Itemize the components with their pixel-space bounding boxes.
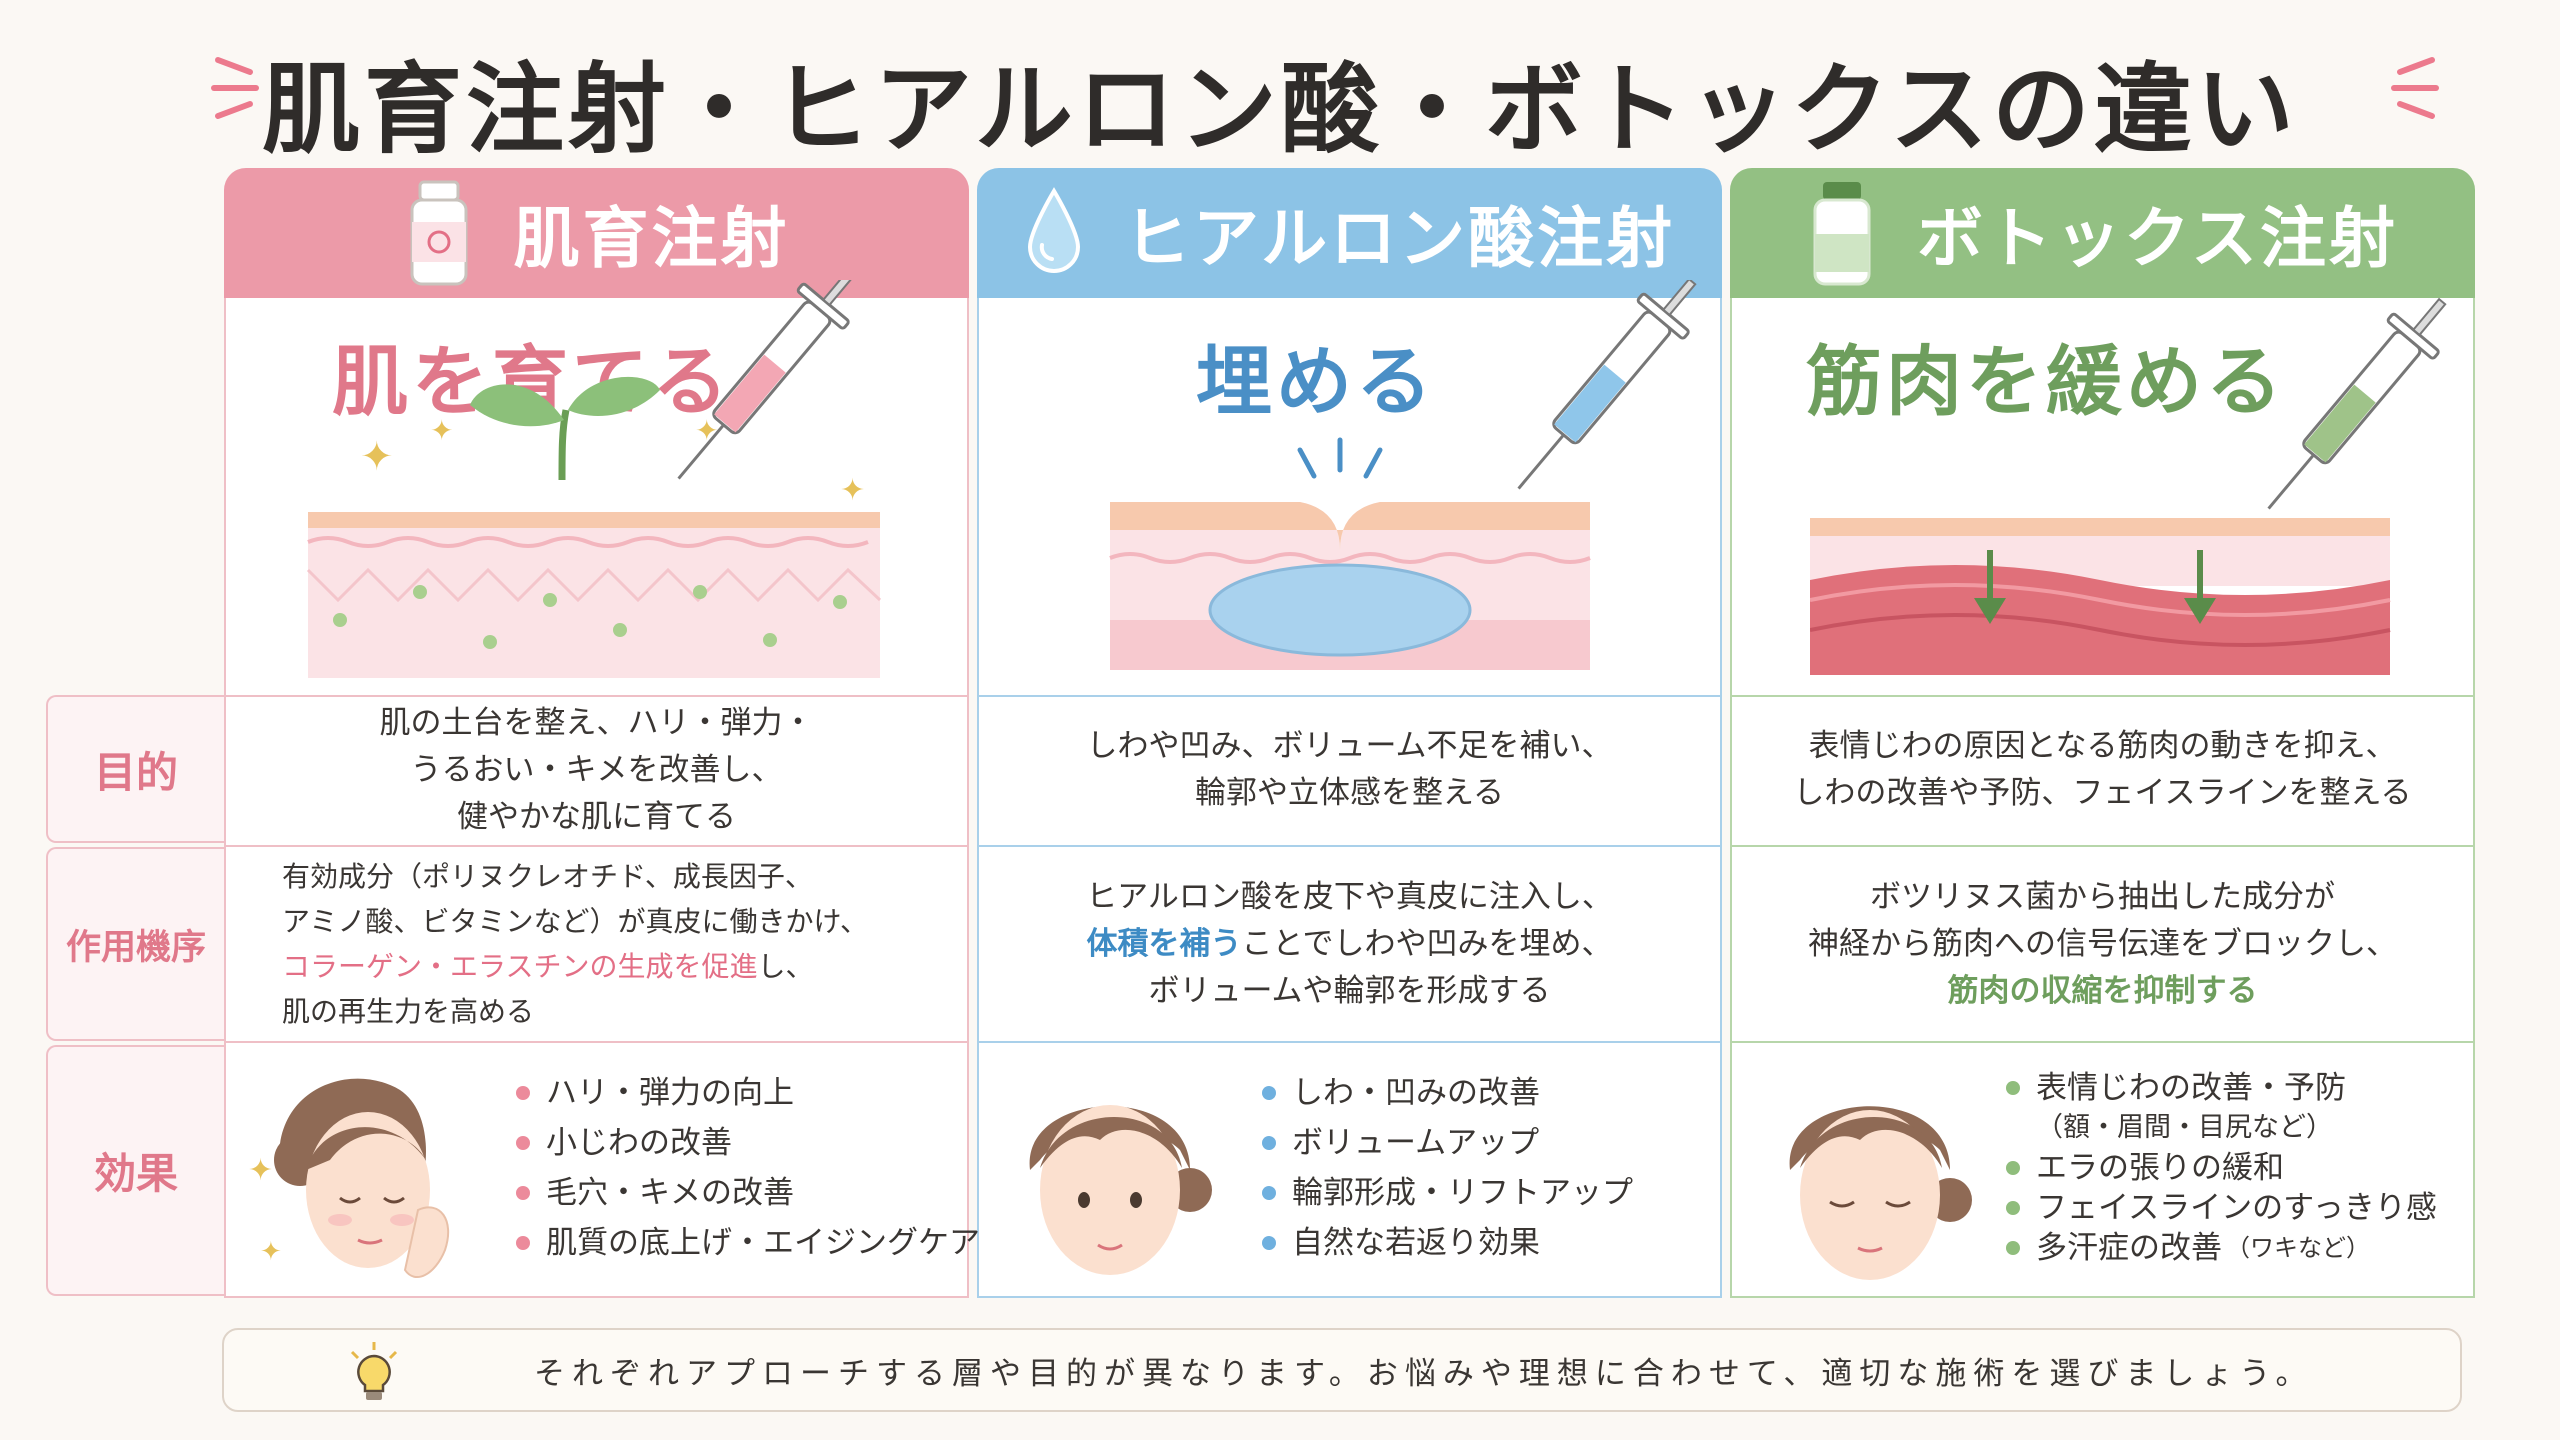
effect-text: 表情じわの改善・予防 [2036, 1070, 2346, 1106]
sprout-icon [470, 376, 660, 481]
column-title-hadaiku: 肌育注射 [513, 200, 790, 277]
effect-text: 肌質の底上げ・エイジングケア [546, 1225, 980, 1261]
list-item: 自然な若返り効果 [1262, 1218, 1633, 1268]
svg-text:✦: ✦ [248, 1153, 273, 1188]
purpose-line: しわの改善や予防、フェイスラインを整える [1793, 775, 2412, 811]
effect-text: エラの張りの緩和 [2036, 1150, 2284, 1186]
arrow-down-icon [2184, 550, 2216, 624]
mechanism-line: 神経から筋肉への信号伝達をブロックし、 [1808, 925, 2397, 962]
vial-icon [404, 178, 474, 288]
mechanism-highlight: コラーゲン・エラスチンの生成を促進 [282, 950, 758, 983]
water-drop-icon [1024, 185, 1084, 281]
mechanism-cell-botox: ボツリヌス菌から抽出した成分が 神経から筋肉への信号伝達をブロックし、 筋肉の収… [1730, 845, 2475, 1041]
effect-text: フェイスラインのすっきり感 [2036, 1190, 2437, 1226]
syringe-icon [677, 280, 857, 480]
svg-text:✦: ✦ [360, 434, 394, 480]
purpose-cell-hyaluronic: しわや凹み、ボリューム不足を補い、 輪郭や立体感を整える [977, 695, 1722, 843]
svg-text:✦: ✦ [260, 1237, 282, 1267]
list-item: 多汗症の改善（ワキなど） [2006, 1228, 2437, 1268]
svg-text:✦: ✦ [840, 473, 865, 508]
list-item: エラの張りの緩和 [2006, 1148, 2437, 1188]
row-label-effect: 効果 [46, 1045, 224, 1296]
footer-text: それぞれアプローチする層や目的が異なります。お悩みや理想に合わせて、適切な施術を… [534, 1355, 2314, 1392]
bottle-icon [1807, 178, 1877, 288]
row-label-mechanism: 作用機序 [46, 847, 224, 1041]
filler-illustration [1109, 280, 1697, 670]
list-item: しわ・凹みの改善 [1262, 1068, 1633, 1118]
mechanism-line: ボツリヌス菌から抽出した成分が [1870, 878, 2335, 915]
column-title-botox: ボトックス注射 [1916, 200, 2399, 277]
mechanism-line: ボリュームや輪郭を形成する [1148, 972, 1551, 1009]
effect-note: （ワキなど） [2226, 1234, 2370, 1262]
skin-growth-illustration: ✦ ✦ ✦ ✦ [306, 280, 882, 678]
mechanism-line: アミノ酸、ビタミンなど）が真皮に働きかけ、 [282, 905, 869, 938]
effect-subnote: （額・眉間・目尻など） [2036, 1112, 2333, 1143]
effect-text: しわ・凹みの改善 [1292, 1075, 1540, 1111]
lightbulb-icon [350, 1342, 398, 1400]
arrow-down-icon [1974, 550, 2006, 624]
mechanism-highlight: 筋肉の収縮を抑制する [1947, 972, 2258, 1009]
mechanism-line: 肌の再生力を高める [282, 995, 535, 1028]
woman-face-illustration: ✦ ✦ [248, 1078, 450, 1279]
list-item: 表情じわの改善・予防 [2006, 1068, 2437, 1108]
purpose-line: しわや凹み、ボリューム不足を補い、 [1086, 728, 1613, 764]
list-item: フェイスラインのすっきり感 [2006, 1188, 2437, 1228]
sparkle-right-icon [2391, 57, 2439, 119]
list-item: ボリュームアップ [1262, 1118, 1633, 1168]
footer-note: それぞれアプローチする層や目的が異なります。お悩みや理想に合わせて、適切な施術を… [222, 1328, 2462, 1412]
purpose-line: 健やかな肌に育てる [457, 798, 736, 835]
effect-text: ボリュームアップ [1292, 1125, 1540, 1161]
purpose-cell-botox: 表情じわの原因となる筋肉の動きを抑え、 しわの改善や予防、フェイスラインを整える [1730, 695, 2475, 843]
list-item: 小じわの改善 [516, 1118, 980, 1168]
effect-text: 毛穴・キメの改善 [546, 1175, 794, 1211]
mechanism-text: ことでしわや凹みを埋め、 [1241, 925, 1613, 962]
list-item: 肌質の底上げ・エイジングケア [516, 1218, 980, 1268]
purpose-line: 表情じわの原因となる筋肉の動きを抑え、 [1808, 728, 2397, 764]
column-title-hyaluronic: ヒアルロン酸注射 [1123, 200, 1676, 277]
sparkle-left-icon [211, 57, 259, 119]
purpose-line: 輪郭や立体感を整える [1194, 775, 1505, 811]
effect-divider [977, 1041, 1722, 1043]
row-label-purpose: 目的 [46, 695, 224, 843]
effects-list-hyaluronic: しわ・凹みの改善 ボリュームアップ 輪郭形成・リフトアップ 自然な若返り効果 [1262, 1068, 1633, 1268]
purpose-cell-hadaiku: 肌の土台を整え、ハリ・弾力・ うるおい・キメを改善し、 健やかな肌に育てる [224, 695, 969, 843]
mechanism-highlight: 体積を補う [1086, 925, 1242, 962]
svg-text:✦: ✦ [430, 414, 453, 447]
effect-divider [1730, 1041, 2475, 1043]
effects-list-hadaiku: ハリ・弾力の向上 小じわの改善 毛穴・キメの改善 肌質の底上げ・エイジングケア [516, 1068, 980, 1268]
muscle-relax-illustration [1810, 297, 2447, 675]
mechanism-line: 有効成分（ポリヌクレオチド、成長因子、 [282, 860, 813, 893]
page-title: 肌育注射・ヒアルロン酸・ボトックスの違い [261, 53, 2299, 167]
mechanism-cell-hadaiku: 有効成分（ポリヌクレオチド、成長因子、 アミノ酸、ビタミンなど）が真皮に働きかけ… [224, 845, 969, 1041]
tagline-botox: 筋肉を緩める [1806, 337, 2286, 426]
svg-text:✦: ✦ [695, 414, 718, 447]
effect-text: 自然な若返り効果 [1292, 1225, 1540, 1261]
mechanism-line: 体積を補うことでしわや凹みを埋め、 [1086, 921, 1613, 968]
woman-face-illustration [1029, 1105, 1212, 1275]
syringe-icon [2267, 297, 2447, 510]
list-item: 毛穴・キメの改善 [516, 1168, 980, 1218]
syringe-icon [1517, 280, 1697, 490]
mechanism-text: し、 [757, 950, 814, 983]
list-item: ハリ・弾力の向上 [516, 1068, 980, 1118]
effect-text: 多汗症の改善 [2036, 1230, 2222, 1266]
list-item: 輪郭形成・リフトアップ [1262, 1168, 1633, 1218]
column-header-hadaiku: 肌育注射 [224, 168, 969, 298]
column-header-botox: ボトックス注射 [1730, 168, 2475, 298]
filler-blob [1208, 563, 1472, 657]
effects-list-botox: 表情じわの改善・予防 （額・眉間・目尻など） エラの張りの緩和 フェイスラインの… [2006, 1068, 2437, 1268]
effect-text: 小じわの改善 [546, 1125, 732, 1161]
woman-face-illustration [1789, 1106, 1972, 1280]
purpose-line: うるおい・キメを改善し、 [410, 751, 783, 788]
purpose-line: 肌の土台を整え、ハリ・弾力・ [379, 704, 814, 741]
tagline-hyaluronic: 埋める [1196, 337, 1436, 426]
effect-divider [224, 1041, 969, 1043]
mechanism-line: コラーゲン・エラスチンの生成を促進し、 [282, 944, 868, 989]
effect-text: 輪郭形成・リフトアップ [1292, 1175, 1633, 1211]
mechanism-cell-hyaluronic: ヒアルロン酸を皮下や真皮に注入し、 体積を補うことでしわや凹みを埋め、 ボリュー… [977, 845, 1722, 1041]
mechanism-line: ヒアルロン酸を皮下や真皮に注入し、 [1086, 878, 1613, 915]
column-header-hyaluronic: ヒアルロン酸注射 [977, 168, 1722, 298]
effect-text: ハリ・弾力の向上 [546, 1075, 794, 1111]
